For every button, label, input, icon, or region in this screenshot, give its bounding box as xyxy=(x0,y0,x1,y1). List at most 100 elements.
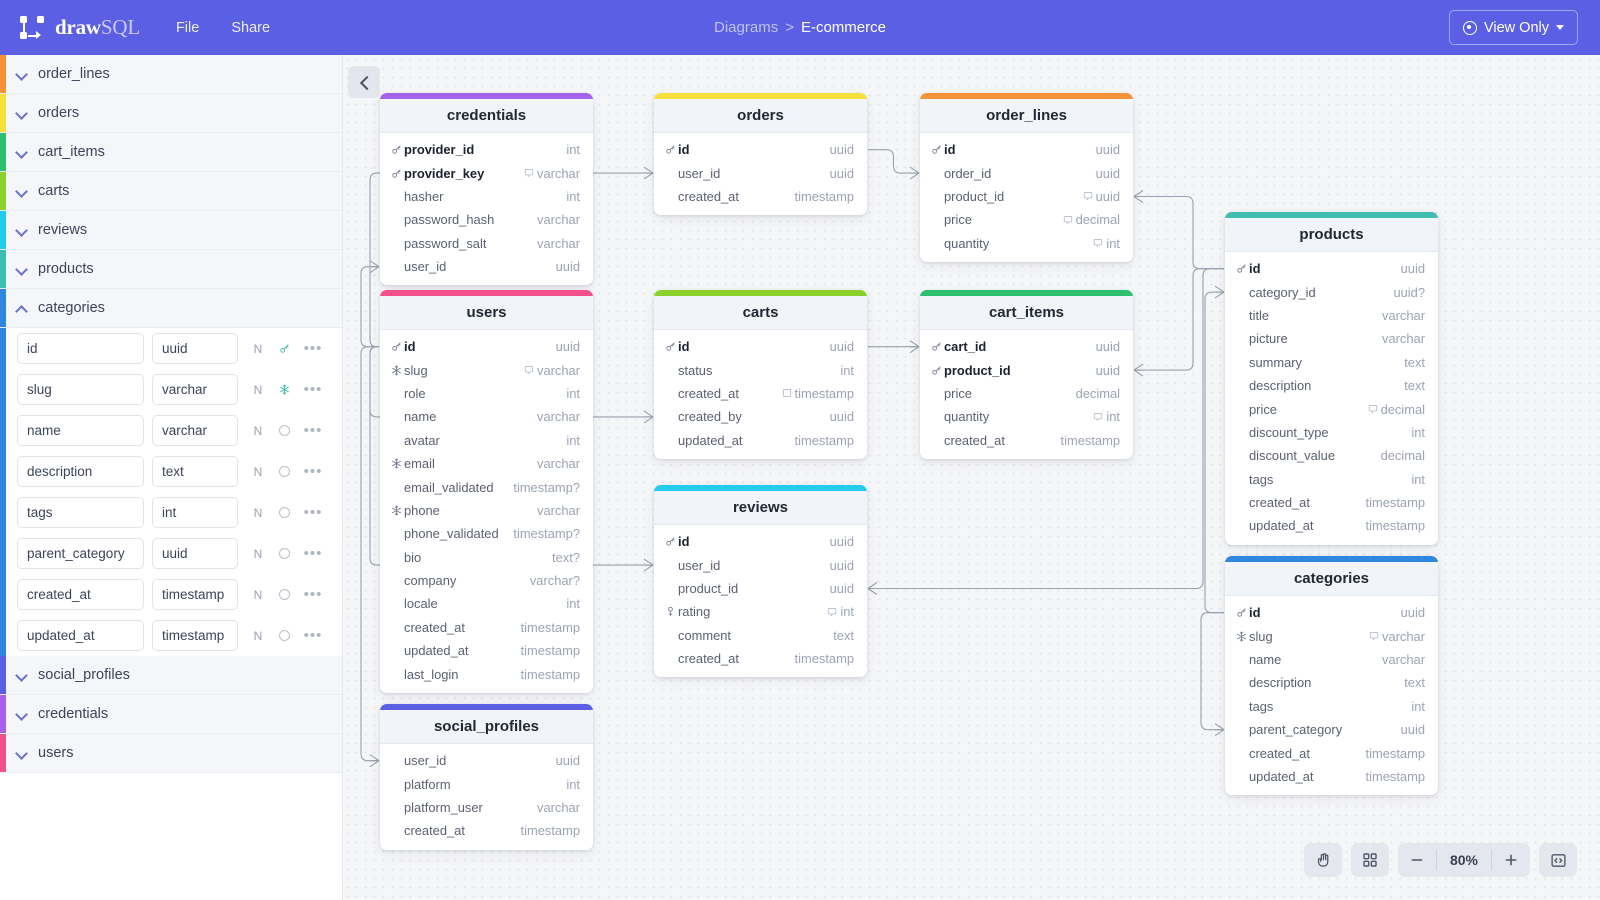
table-field-row[interactable]: phone_validated timestamp? xyxy=(380,522,593,545)
table-field-row[interactable]: created_at timestamp xyxy=(654,382,867,405)
table-field-row[interactable]: product_id uuid xyxy=(920,185,1133,208)
table-field-row[interactable]: updated_at timestamp xyxy=(380,639,593,662)
table-field-row[interactable]: user_id uuid xyxy=(654,553,867,576)
table-field-row[interactable]: tags int xyxy=(1225,468,1438,491)
field-circle-icon-toggle[interactable] xyxy=(273,548,295,559)
table-field-row[interactable]: id uuid xyxy=(654,335,867,358)
table-card-carts[interactable]: carts id uuid status int created_at time… xyxy=(654,290,867,459)
table-field-row[interactable]: description text xyxy=(1225,671,1438,694)
table-field-row[interactable]: product_id uuid xyxy=(920,358,1133,381)
field-name-input[interactable]: description xyxy=(17,456,144,487)
pan-tool-button[interactable] xyxy=(1304,843,1342,877)
table-field-row[interactable]: name varchar xyxy=(380,405,593,428)
table-field-row[interactable]: updated_at timestamp xyxy=(1225,514,1438,537)
zoom-in-button[interactable] xyxy=(1492,843,1530,877)
field-circle-icon-toggle[interactable] xyxy=(273,630,295,641)
field-nullable-toggle[interactable]: N xyxy=(253,546,263,561)
table-field-row[interactable]: provider_id int xyxy=(380,138,593,161)
field-key-icon-toggle[interactable] xyxy=(273,343,295,354)
table-field-row[interactable]: id uuid xyxy=(380,335,593,358)
field-nullable-toggle[interactable]: N xyxy=(253,464,263,479)
table-field-row[interactable]: bio text? xyxy=(380,546,593,569)
table-card-products[interactable]: products id uuid category_id uuid? title… xyxy=(1225,212,1438,545)
table-card-credentials[interactable]: credentials provider_id int provider_key… xyxy=(380,93,593,286)
table-field-row[interactable]: provider_key varchar xyxy=(380,161,593,184)
brand-logo[interactable]: drawSQL xyxy=(20,15,140,41)
sidebar-item-categories[interactable]: categories xyxy=(0,289,342,328)
field-name-input[interactable]: slug xyxy=(17,374,144,405)
menu-share[interactable]: Share xyxy=(231,19,271,36)
field-nullable-toggle[interactable]: N xyxy=(253,423,263,438)
table-field-row[interactable]: created_at timestamp xyxy=(1225,741,1438,764)
field-name-input[interactable]: parent_category xyxy=(17,538,144,569)
table-field-row[interactable]: cart_id uuid xyxy=(920,335,1133,358)
sidebar[interactable]: order_lines orders cart_items carts revi… xyxy=(0,55,343,900)
view-only-button[interactable]: View Only xyxy=(1448,10,1578,45)
table-field-row[interactable]: tags int xyxy=(1225,695,1438,718)
table-field-row[interactable]: title varchar xyxy=(1225,304,1438,327)
field-more-button[interactable]: ••• xyxy=(303,381,323,398)
table-field-row[interactable]: created_at timestamp xyxy=(654,185,867,208)
table-field-row[interactable]: description text xyxy=(1225,374,1438,397)
field-circle-icon-toggle[interactable] xyxy=(273,466,295,477)
table-field-row[interactable]: picture varchar xyxy=(1225,327,1438,350)
table-field-row[interactable]: discount_type int xyxy=(1225,421,1438,444)
table-field-row[interactable]: created_at timestamp xyxy=(920,429,1133,452)
table-field-row[interactable]: user_id uuid xyxy=(654,161,867,184)
field-name-input[interactable]: id xyxy=(17,333,144,364)
field-snowflake-icon-toggle[interactable] xyxy=(273,384,295,395)
table-field-row[interactable]: status int xyxy=(654,358,867,381)
table-field-row[interactable]: created_by uuid xyxy=(654,405,867,428)
field-nullable-toggle[interactable]: N xyxy=(253,341,263,356)
table-card-orders[interactable]: orders id uuid user_id uuid created_at t… xyxy=(654,93,867,216)
field-more-button[interactable]: ••• xyxy=(303,504,323,521)
collapse-sidebar-button[interactable] xyxy=(348,66,380,98)
table-field-row[interactable]: user_id uuid xyxy=(380,255,593,278)
field-type-input[interactable]: text xyxy=(152,456,238,487)
field-type-input[interactable]: uuid xyxy=(152,538,238,569)
field-more-button[interactable]: ••• xyxy=(303,340,323,357)
table-card-social_profiles[interactable]: social_profiles user_id uuid platform in… xyxy=(380,704,593,850)
table-field-row[interactable]: slug varchar xyxy=(1225,624,1438,647)
sidebar-item-cart_items[interactable]: cart_items xyxy=(0,133,342,172)
zoom-out-button[interactable] xyxy=(1398,843,1436,877)
table-field-row[interactable]: id uuid xyxy=(654,530,867,553)
table-field-row[interactable]: comment text xyxy=(654,624,867,647)
table-field-row[interactable]: category_id uuid? xyxy=(1225,280,1438,303)
diagram-canvas[interactable]: credentials provider_id int provider_key… xyxy=(343,55,1600,900)
table-field-row[interactable]: price decimal xyxy=(920,382,1133,405)
table-card-cart_items[interactable]: cart_items cart_id uuid product_id uuid … xyxy=(920,290,1133,459)
field-name-input[interactable]: created_at xyxy=(17,579,144,610)
table-field-row[interactable]: platform_user varchar xyxy=(380,796,593,819)
sidebar-item-products[interactable]: products xyxy=(0,250,342,289)
table-field-row[interactable]: price decimal xyxy=(920,208,1133,231)
sidebar-item-users[interactable]: users xyxy=(0,734,342,773)
field-nullable-toggle[interactable]: N xyxy=(253,587,263,602)
field-type-input[interactable]: timestamp xyxy=(152,620,238,651)
table-field-row[interactable]: updated_at timestamp xyxy=(1225,765,1438,788)
table-field-row[interactable]: password_hash varchar xyxy=(380,208,593,231)
field-name-input[interactable]: updated_at xyxy=(17,620,144,651)
table-field-row[interactable]: id uuid xyxy=(1225,257,1438,280)
field-type-input[interactable]: timestamp xyxy=(152,579,238,610)
field-nullable-toggle[interactable]: N xyxy=(253,628,263,643)
table-field-row[interactable]: hasher int xyxy=(380,185,593,208)
table-field-row[interactable]: avatar int xyxy=(380,429,593,452)
table-field-row[interactable]: id uuid xyxy=(1225,601,1438,624)
field-circle-icon-toggle[interactable] xyxy=(273,589,295,600)
table-field-row[interactable]: discount_value decimal xyxy=(1225,444,1438,467)
sidebar-item-order_lines[interactable]: order_lines xyxy=(0,55,342,94)
table-field-row[interactable]: password_salt varchar xyxy=(380,232,593,255)
field-name-input[interactable]: tags xyxy=(17,497,144,528)
breadcrumb-parent[interactable]: Diagrams xyxy=(714,19,779,36)
table-field-row[interactable]: email_validated timestamp? xyxy=(380,475,593,498)
table-field-row[interactable]: parent_category uuid xyxy=(1225,718,1438,741)
table-card-users[interactable]: users id uuid slug varchar role int name… xyxy=(380,290,593,693)
field-type-input[interactable]: int xyxy=(152,497,238,528)
field-more-button[interactable]: ••• xyxy=(303,586,323,603)
table-field-row[interactable]: locale int xyxy=(380,592,593,615)
menu-file[interactable]: File xyxy=(175,19,200,36)
field-more-button[interactable]: ••• xyxy=(303,545,323,562)
field-type-input[interactable]: varchar xyxy=(152,374,238,405)
table-field-row[interactable]: created_at timestamp xyxy=(380,819,593,842)
